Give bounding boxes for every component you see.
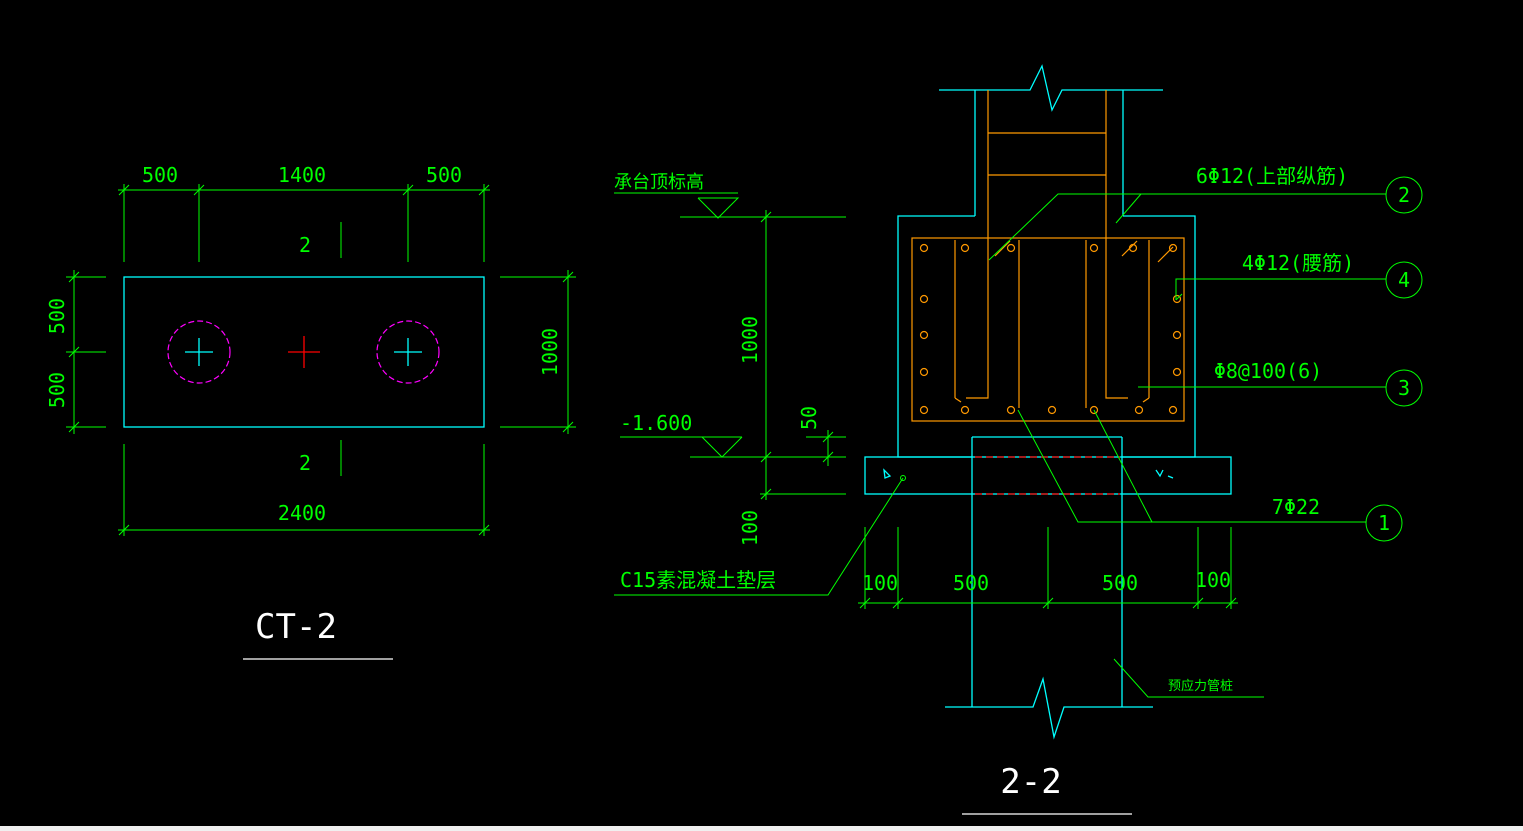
pile-leader: 预应力管桩: [1113, 658, 1264, 698]
plan-dim-bottom: 2400: [278, 501, 326, 525]
pile-cap-plan-outline: [123, 276, 485, 428]
plan-title: CT-2: [255, 607, 337, 647]
elevation-bottom-label: -1.600: [620, 411, 692, 435]
plan-view: 500 1400 500 2 2: [45, 163, 576, 660]
pile-below: [945, 436, 1153, 740]
callout-4: 4 4Φ12(腰筋): [1242, 251, 1423, 299]
callout-3-text: Φ8@100(6): [1214, 359, 1322, 383]
cushion-marks: [883, 468, 1174, 479]
plan-dim-top-mid: 1400: [278, 163, 326, 187]
plan-top-dimension: 500 1400 500: [118, 163, 490, 262]
callout-4-number: 4: [1398, 268, 1410, 292]
pile-right: [376, 320, 440, 384]
plan-right-dimension: 1000: [500, 270, 576, 434]
elevation-bottom: -1.600: [620, 411, 846, 458]
callout-1-number: 1: [1378, 511, 1390, 535]
callout-2: 2 6Φ12(上部纵筋): [1196, 164, 1423, 214]
section-dim-bottom-3: 500: [1102, 571, 1138, 595]
pile-label: 预应力管桩: [1168, 678, 1233, 694]
plan-bottom-dimension: 2400: [118, 444, 490, 536]
bottom-status-strip: [0, 826, 1523, 831]
plan-left-dimension: 500 500: [45, 270, 106, 434]
plan-dim-top-left: 500: [142, 163, 178, 187]
elevation-top: 承台顶标高: [614, 172, 846, 219]
section-dim-bottom-2: 500: [953, 571, 989, 595]
section-dim-bottom-4: 100: [1195, 568, 1231, 592]
cushion-label: C15素混凝土垫层: [620, 568, 776, 592]
callout-2-text: 6Φ12(上部纵筋): [1196, 164, 1348, 188]
section-dim-50: 50: [797, 406, 821, 430]
callout-1: 1 7Φ22: [1272, 495, 1403, 542]
plan-dim-left-upper: 500: [45, 298, 69, 334]
section-dim-100-vertical: 100: [738, 510, 762, 546]
plan-dim-top-right: 500: [426, 163, 462, 187]
column-above: [939, 64, 1163, 216]
callout-2-number: 2: [1398, 183, 1410, 207]
section-title: 2-2: [1000, 762, 1061, 802]
callout-leaders: [988, 193, 1386, 523]
section-bottom-dims: 100 500 500 100: [858, 527, 1238, 609]
callout-1-text: 7Φ22: [1272, 495, 1320, 519]
section-vertical-dims: 1000 50 100: [738, 210, 846, 546]
section-dim-height: 1000: [738, 316, 762, 364]
plan-dim-right: 1000: [538, 328, 562, 376]
cut-mark-top: 2: [299, 233, 311, 257]
rebar-cage: [911, 90, 1185, 422]
elevation-top-label: 承台顶标高: [614, 172, 704, 193]
cushion-layer: [864, 456, 1232, 495]
plan-cut-marks: 2 2: [299, 222, 342, 476]
rebar-bar-dots: [919, 243, 1182, 415]
center-mark: [288, 336, 320, 368]
callout-3: 3 Φ8@100(6): [1214, 359, 1423, 407]
callout-3-number: 3: [1398, 376, 1410, 400]
section-dim-bottom-1: 100: [862, 571, 898, 595]
pile-left: [167, 320, 231, 384]
cushion-leader: C15素混凝土垫层: [614, 475, 906, 596]
section-view: 2 6Φ12(上部纵筋) 4 4Φ12(腰筋) 3 Φ8@100(6) 1 7Φ…: [614, 64, 1423, 815]
cut-mark-bottom: 2: [299, 451, 311, 475]
callout-4-text: 4Φ12(腰筋): [1242, 251, 1354, 275]
plan-dim-left-lower: 500: [45, 372, 69, 408]
